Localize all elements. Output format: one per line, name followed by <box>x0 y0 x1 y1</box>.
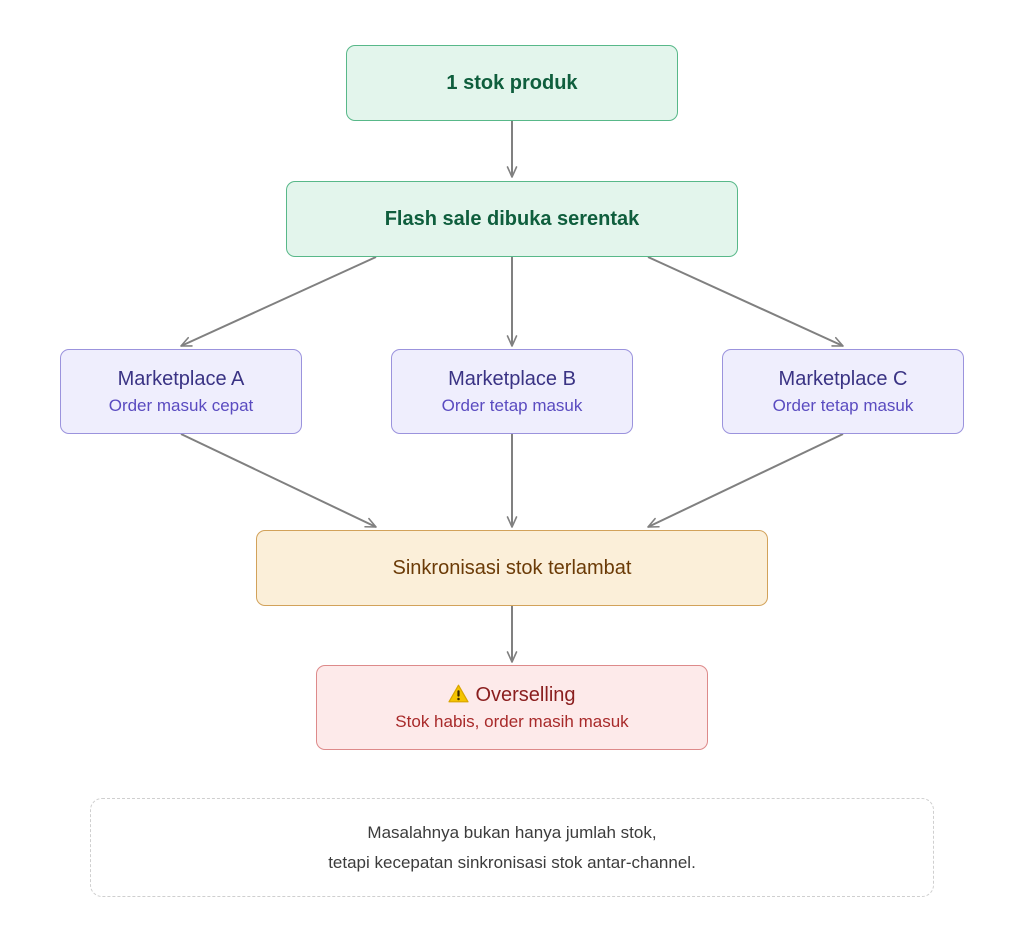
note-line-2: tetapi kecepatan sinkronisasi stok antar… <box>328 852 696 872</box>
flash-sale-node-title: Flash sale dibuka serentak <box>384 208 640 230</box>
marketplace-a-node: Marketplace A Order masuk cepat <box>60 349 302 434</box>
note-box: Masalahnya bukan hanya jumlah stok, teta… <box>90 798 934 897</box>
overselling-subtitle: Stok habis, order masih masuk <box>395 711 629 731</box>
marketplace-b-node: Marketplace B Order tetap masuk <box>391 349 633 434</box>
marketplace-b-title: Marketplace B <box>448 367 576 390</box>
arrow-marketplace-c-to-sync <box>647 433 844 528</box>
stock-node: 1 stok produk <box>346 45 678 121</box>
marketplace-a-title: Marketplace A <box>117 367 245 390</box>
marketplace-b-subtitle: Order tetap masuk <box>441 395 583 415</box>
note-line-1: Masalahnya bukan hanya jumlah stok, <box>367 822 657 842</box>
marketplace-a-subtitle: Order masuk cepat <box>108 395 254 415</box>
marketplace-c-title: Marketplace C <box>778 367 908 390</box>
flash-sale-node: Flash sale dibuka serentak <box>286 181 738 257</box>
overselling-title-row: Overselling <box>448 682 576 708</box>
sync-node-title: Sinkronisasi stok terlambat <box>392 557 632 579</box>
arrow-flash-sale-to-marketplace-c <box>647 256 844 347</box>
warning-icon <box>448 684 470 702</box>
marketplace-c-subtitle: Order tetap masuk <box>772 395 914 415</box>
overselling-node: Overselling Stok habis, order masih masu… <box>316 665 708 750</box>
arrow-flash-sale-to-marketplace-a <box>180 256 377 347</box>
stock-node-title: 1 stok produk <box>446 72 578 94</box>
sync-node: Sinkronisasi stok terlambat <box>256 530 768 606</box>
marketplace-c-node: Marketplace C Order tetap masuk <box>722 349 964 434</box>
arrow-marketplace-a-to-sync <box>180 433 377 528</box>
overselling-title: Overselling <box>475 683 576 706</box>
